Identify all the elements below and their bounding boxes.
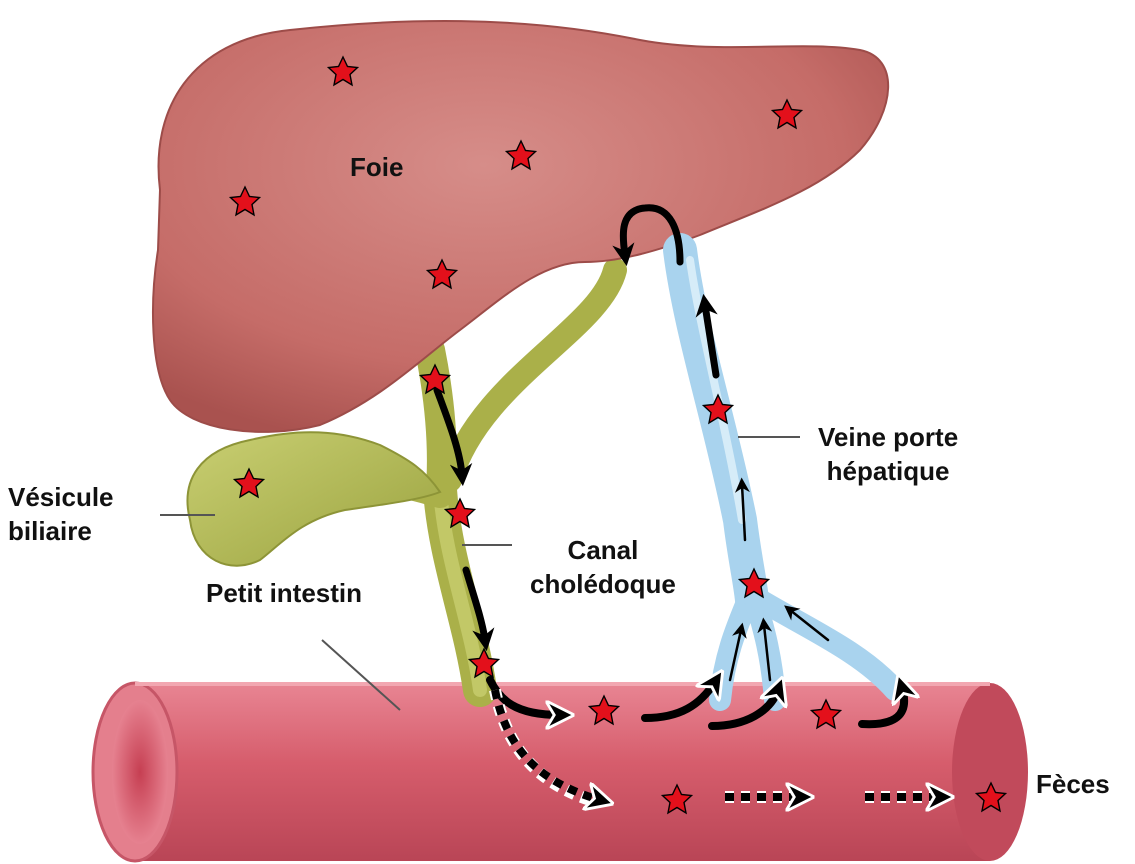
small-intestine [93,683,1028,861]
common-bile-duct-label: Canal cholédoque [530,533,676,601]
small-intestine-label: Petit intestin [206,576,362,610]
gallbladder-label: Vésicule biliaire [8,480,114,548]
common-bile-duct-label-line1: Canal [530,533,676,567]
portal-vein-label-line2: hépatique [818,454,958,488]
portal-vein-label-line1: Veine porte [818,420,958,454]
portal-vein-label: Veine porte hépatique [818,420,958,488]
gallbladder [188,432,441,566]
gallbladder-label-line1: Vésicule [8,480,114,514]
feces-label: Fèces [1036,767,1110,801]
liver-label: Foie [350,150,403,184]
gallbladder-label-line2: biliaire [8,514,114,548]
common-bile-duct-label-line2: cholédoque [530,567,676,601]
